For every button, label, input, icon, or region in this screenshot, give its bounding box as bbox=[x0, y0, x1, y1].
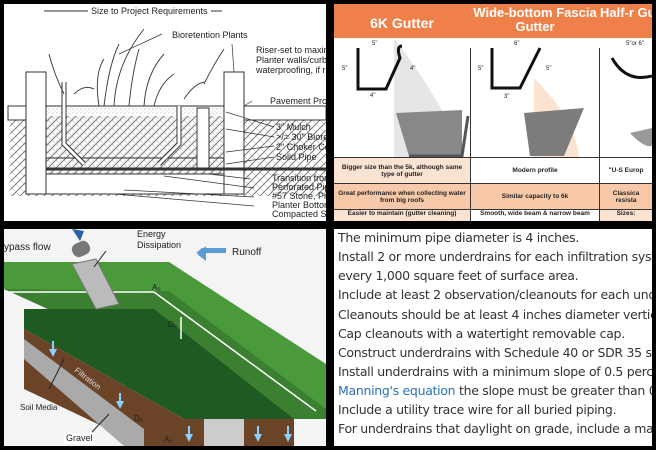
infiltration-arrows bbox=[49, 341, 292, 442]
dim-bottom: 3" bbox=[504, 94, 510, 100]
cell-6k-maintenance: Easier to maintain (gutter cleaning) bbox=[334, 209, 470, 221]
callout-subgrade: Compacted Su bbox=[272, 209, 326, 219]
cell-half-capacity: Classica resista bbox=[600, 183, 652, 209]
guideline-line-with-link: Manning's equation the slope must be gre… bbox=[338, 383, 652, 398]
basin-illustration bbox=[4, 229, 326, 446]
cell-6k-capacity: Great performance when collecting water … bbox=[334, 183, 470, 209]
guideline-line: Cap cleanouts with a watertight removabl… bbox=[338, 326, 625, 341]
dim-top: 6" bbox=[514, 41, 520, 47]
soil-media-label: Soil Media bbox=[20, 403, 58, 412]
underdrain-guidelines: The minimum pipe diameter is 4 inches. I… bbox=[334, 229, 652, 446]
wide-bottom-profile-icon bbox=[490, 47, 542, 90]
gutter-comparison: 6K Gutter Wide-bottom Fascia Gutter Half… bbox=[334, 4, 652, 221]
dim-top: 5"or 6" bbox=[626, 41, 644, 47]
column-title-half-round: Half-r Gut bbox=[600, 4, 652, 38]
guideline-line: Cleanouts should be at least 4 inches di… bbox=[338, 307, 652, 322]
infiltration-basin-diagram: ypass flow Energy Dissipation Runoff A₀ … bbox=[4, 229, 326, 446]
gravel-label: Gravel bbox=[64, 433, 95, 444]
df-label: Dₑ bbox=[134, 414, 143, 423]
dim-right: 4" bbox=[410, 66, 416, 72]
dim-right: 5" bbox=[546, 66, 552, 72]
cell-half-sizes: Sizes: bbox=[600, 209, 652, 221]
link-continuation: the slope must be greater than 0). bbox=[455, 383, 652, 398]
dim-left: 5" bbox=[342, 66, 348, 72]
planter-section-drawing bbox=[7, 10, 326, 207]
guideline-line: For underdrains that daylight on grade, … bbox=[338, 421, 652, 436]
guideline-line: The minimum pipe diameter is 4 inches. bbox=[338, 230, 580, 245]
cell-wide-finish: Smooth, wide beam & narrow beam bbox=[471, 209, 599, 221]
callout-choker: 2" Choker Cou bbox=[276, 142, 326, 152]
callout-stone: #57 Stone, Pip bbox=[272, 191, 326, 201]
af-label: Aₑ bbox=[164, 435, 173, 444]
callout-perforated: Perforated Pipe bbox=[272, 182, 326, 192]
callout-solid-pipe: Solid Pipe bbox=[276, 152, 317, 162]
guideline-line: every 1,000 square feet of surface area. bbox=[338, 268, 579, 283]
bioretention-diagram: Size to Project Requirements Bioretentio… bbox=[4, 4, 326, 221]
dimension-label: Size to Project Requirements bbox=[88, 7, 211, 16]
cell-half-feature: "U-S Europ bbox=[600, 157, 652, 183]
pipe-icon bbox=[71, 240, 91, 258]
a0-label: A₀ bbox=[152, 283, 161, 292]
callout-riser: Riser-set to maximu bbox=[256, 45, 326, 55]
callout-mulch: 3" Mulch bbox=[276, 122, 311, 132]
mannings-equation-link[interactable]: Manning's equation bbox=[338, 383, 456, 398]
cell-wide-feature: Modern profile bbox=[471, 157, 599, 183]
guideline-line: Construct underdrains with Schedule 40 o… bbox=[338, 345, 652, 360]
callout-soil: >/= 30" Bioreta bbox=[276, 132, 326, 142]
runoff-label: Runoff bbox=[232, 247, 262, 258]
runoff-arrow-icon bbox=[197, 246, 206, 261]
callout-waterproofing: waterproofing, if req bbox=[256, 65, 326, 75]
dim-bottom: 4" bbox=[370, 93, 376, 99]
callout-walls: Planter walls/curbs/c bbox=[256, 55, 326, 65]
callout-bottom: Planter Bottom, bbox=[272, 200, 326, 210]
half-round-profile-icon bbox=[610, 57, 652, 79]
cell-wide-capacity: Similar capacity to 6k bbox=[471, 183, 599, 209]
guideline-line: Include at least 2 observation/cleanouts… bbox=[338, 287, 652, 302]
guideline-line: Install underdrains with a minimum slope… bbox=[338, 364, 652, 379]
callout-pavement: Pavement Profi bbox=[270, 96, 326, 106]
column-title-6k: 6K Gutter bbox=[334, 4, 470, 38]
callout-transition: Transition from bbox=[272, 173, 326, 183]
column-title-wide-bottom: Wide-bottom Fascia Gutter bbox=[471, 4, 599, 38]
energy-dissipation-label: Energy Dissipation bbox=[137, 229, 182, 250]
6k-profile-icon bbox=[356, 44, 403, 91]
dim-top: 5" bbox=[372, 41, 378, 47]
bypass-flow-label: ypass flow bbox=[4, 242, 51, 253]
bypass-arrow-icon bbox=[72, 229, 84, 241]
dim-left: 5" bbox=[478, 66, 484, 72]
guideline-line: Install 2 or more underdrains for each i… bbox=[338, 249, 652, 264]
callout-plants: Bioretention Plants bbox=[172, 30, 248, 40]
guideline-line: Include a utility trace wire for all bur… bbox=[338, 402, 617, 417]
d0-label: D₀ bbox=[168, 320, 178, 329]
cell-6k-feature: Bigger size than the 5k, although same t… bbox=[334, 157, 470, 183]
